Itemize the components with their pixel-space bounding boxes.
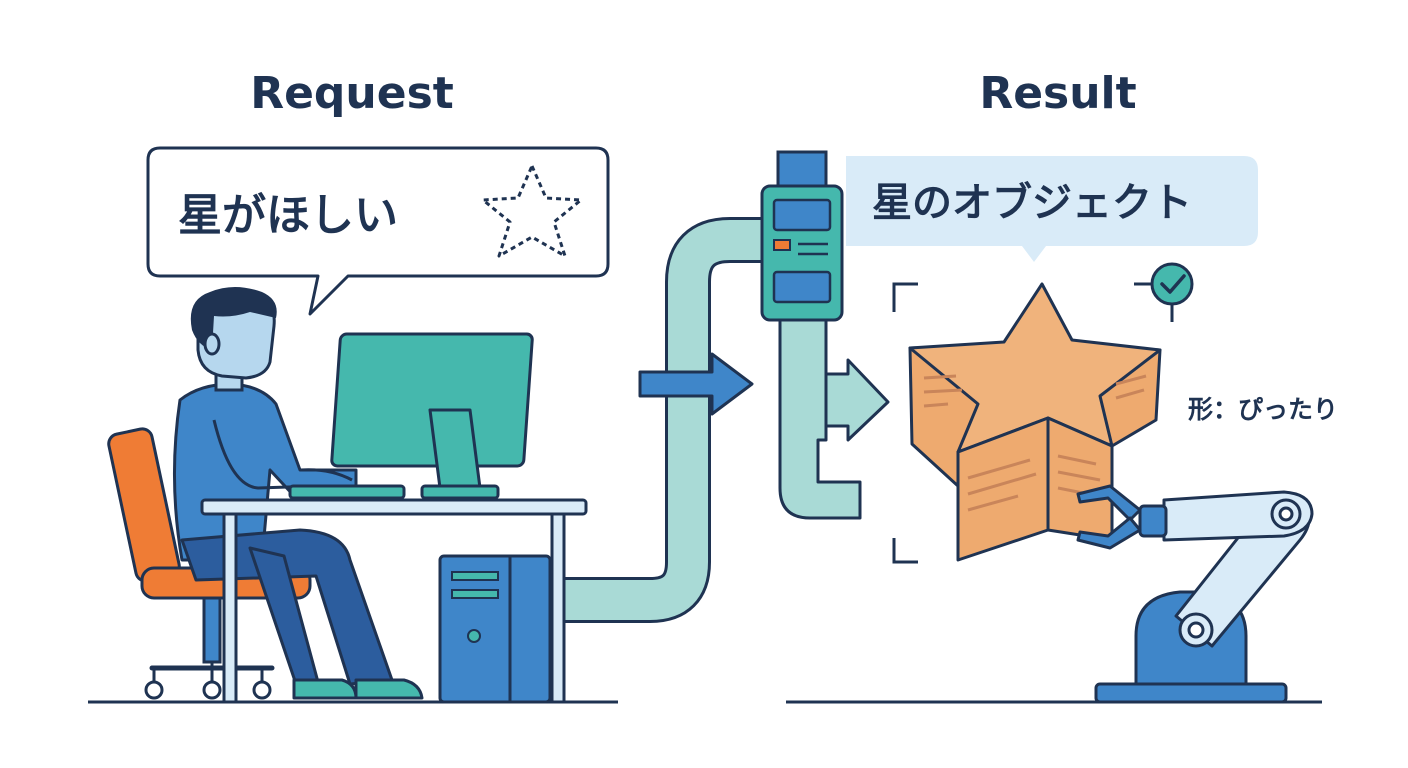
arrow-right-icon	[638, 352, 754, 416]
result-label-text: 星のオブジェクト	[872, 180, 1192, 226]
dashed-star-icon	[481, 164, 583, 258]
result-label-bubble: 星のオブジェクト	[846, 156, 1258, 262]
robot-arm-icon	[1076, 484, 1314, 704]
computer-monitor-icon	[288, 332, 534, 500]
request-heading: Request	[250, 68, 454, 119]
cardboard-star-object	[908, 282, 1162, 562]
object-frame-brackets	[892, 282, 918, 564]
result-heading: Result	[979, 68, 1136, 119]
desk	[200, 498, 588, 704]
check-circle-icon	[1134, 262, 1194, 322]
transfer-pipe	[550, 217, 776, 623]
processing-machine	[760, 150, 844, 322]
shape-fit-note: 形：ぴったり	[1188, 395, 1338, 424]
output-pipe	[778, 318, 890, 520]
request-speech-bubble: 星がほしい	[146, 146, 610, 316]
request-bubble-text: 星がほしい	[178, 190, 398, 241]
pc-tower-icon	[438, 554, 552, 704]
